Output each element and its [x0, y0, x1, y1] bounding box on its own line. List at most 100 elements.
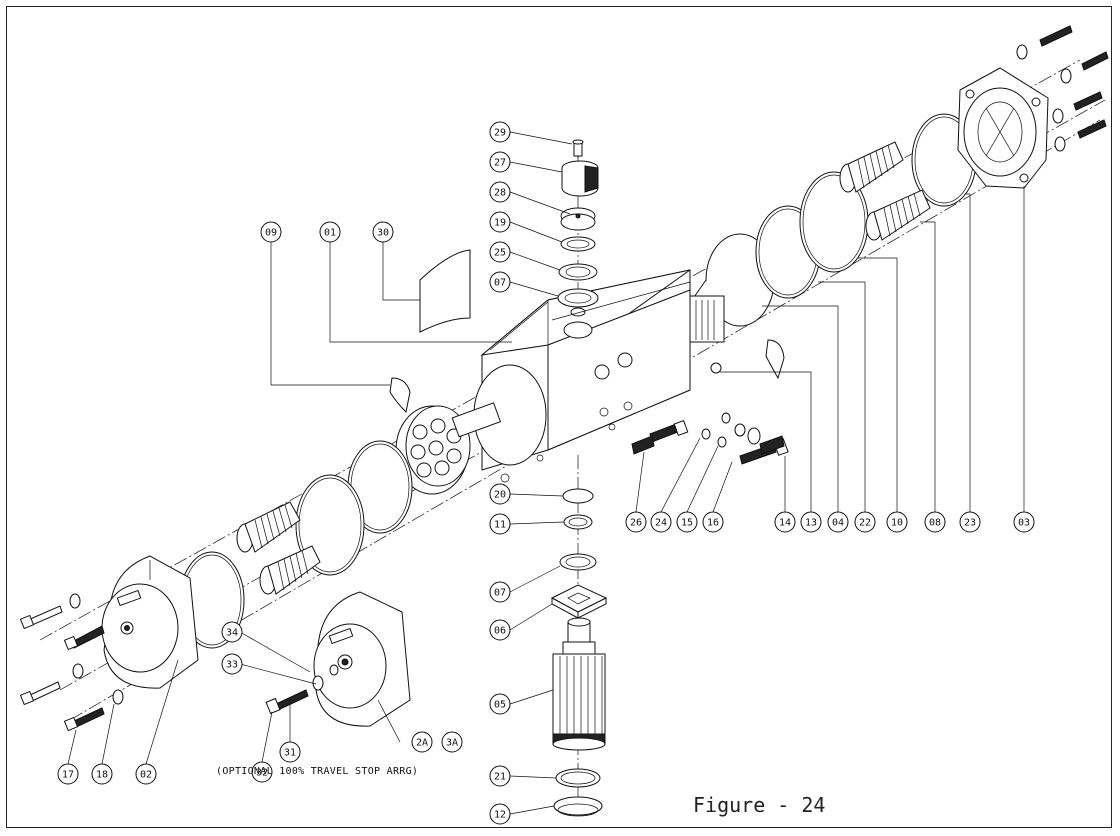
callout-circle	[411, 731, 433, 753]
callout-32: 32	[251, 761, 273, 783]
callout-circle	[650, 511, 672, 533]
callout-label: 29	[494, 128, 506, 139]
callout-label: 07	[494, 588, 506, 599]
callout-label: 24	[655, 518, 667, 529]
callout-30: 30	[372, 221, 394, 243]
right-spring-lower	[865, 189, 931, 241]
callout-2A: 2A	[411, 731, 433, 753]
callout-circle	[959, 511, 981, 533]
callout-label: 11	[494, 520, 506, 531]
callout-23: 23	[959, 511, 981, 533]
callout-circle	[441, 731, 463, 753]
callout-circle	[135, 763, 157, 785]
callout-10: 10	[886, 511, 908, 533]
callout-13: 13	[800, 511, 822, 533]
callout-label: 03	[1018, 518, 1030, 529]
callout-label: 06	[494, 626, 506, 637]
callout-label: 3A	[446, 738, 458, 749]
callout-label: 12	[494, 810, 506, 821]
left-spring-lower	[259, 545, 321, 595]
callout-24: 24	[650, 511, 672, 533]
callout-label: 09	[265, 228, 277, 239]
callout-circle	[800, 511, 822, 533]
callout-circle	[489, 181, 511, 203]
callout-label: 05	[494, 700, 506, 711]
stop-bolts	[631, 412, 789, 465]
callout-label: 33	[226, 660, 238, 671]
callout-label: 26	[630, 518, 642, 529]
callout-label: 17	[62, 770, 74, 781]
callout-label: 15	[681, 518, 693, 529]
callout-circle	[625, 511, 647, 533]
callout-21: 21	[489, 765, 511, 787]
callout-circle	[1013, 511, 1035, 533]
actuator-body	[473, 269, 691, 483]
right-bolts	[1016, 25, 1109, 152]
callout-label: 22	[859, 518, 871, 529]
callout-circle	[489, 271, 511, 293]
callout-label: 13	[805, 518, 817, 529]
callout-22: 22	[854, 511, 876, 533]
callout-16: 16	[702, 511, 724, 533]
left-bolts	[19, 593, 124, 732]
callout-02: 02	[135, 763, 157, 785]
callout-07: 07	[489, 581, 511, 603]
leader-lines	[67, 131, 1025, 815]
callout-circle	[489, 581, 511, 603]
callout-12: 12	[489, 803, 511, 825]
callout-18: 18	[91, 763, 113, 785]
callout-circle	[924, 511, 946, 533]
callout-33: 33	[221, 653, 243, 675]
callout-25: 25	[489, 241, 511, 263]
optional-end-cap	[265, 591, 411, 727]
callout-06: 06	[489, 619, 511, 641]
callout-label: 02	[140, 770, 152, 781]
callout-circle	[489, 151, 511, 173]
callout-circle	[854, 511, 876, 533]
callout-circle	[827, 511, 849, 533]
callout-circle	[91, 763, 113, 785]
callout-label: 10	[891, 518, 903, 529]
top-stack	[557, 139, 599, 308]
callout-circle	[279, 741, 301, 763]
callout-label: 21	[494, 772, 506, 783]
callout-04: 04	[827, 511, 849, 533]
callout-label: 27	[494, 158, 506, 169]
callout-circle	[260, 221, 282, 243]
callout-circle	[489, 211, 511, 233]
callout-label: 25	[494, 248, 506, 259]
right-assembly	[631, 25, 1109, 465]
callout-circle	[372, 221, 394, 243]
bottom-stack	[550, 488, 608, 817]
callout-circle	[319, 221, 341, 243]
end-cap-left	[101, 555, 199, 689]
callout-circle	[774, 511, 796, 533]
callout-label: 34	[226, 628, 238, 639]
callout-label: 30	[377, 228, 389, 239]
drawing-border	[6, 6, 1112, 828]
callout-circle	[489, 693, 511, 715]
callout-31: 31	[279, 741, 301, 763]
callout-label: 18	[96, 770, 108, 781]
callout-circle	[886, 511, 908, 533]
label-sheet	[419, 249, 471, 333]
callout-circle	[489, 803, 511, 825]
callout-circle	[489, 121, 511, 143]
callout-circle	[221, 621, 243, 643]
callout-3A: 3A	[441, 731, 463, 753]
callout-27: 27	[489, 151, 511, 173]
figure-caption: Figure - 24	[693, 793, 825, 817]
callout-11: 11	[489, 513, 511, 535]
callout-circle	[489, 765, 511, 787]
callout-label: 01	[324, 228, 336, 239]
callout-circle	[489, 241, 511, 263]
callout-circle	[702, 511, 724, 533]
callout-03: 03	[1013, 511, 1035, 533]
callout-20: 20	[489, 483, 511, 505]
left-assembly	[19, 377, 502, 732]
end-cap-right	[957, 67, 1049, 189]
callout-label: 23	[964, 518, 976, 529]
